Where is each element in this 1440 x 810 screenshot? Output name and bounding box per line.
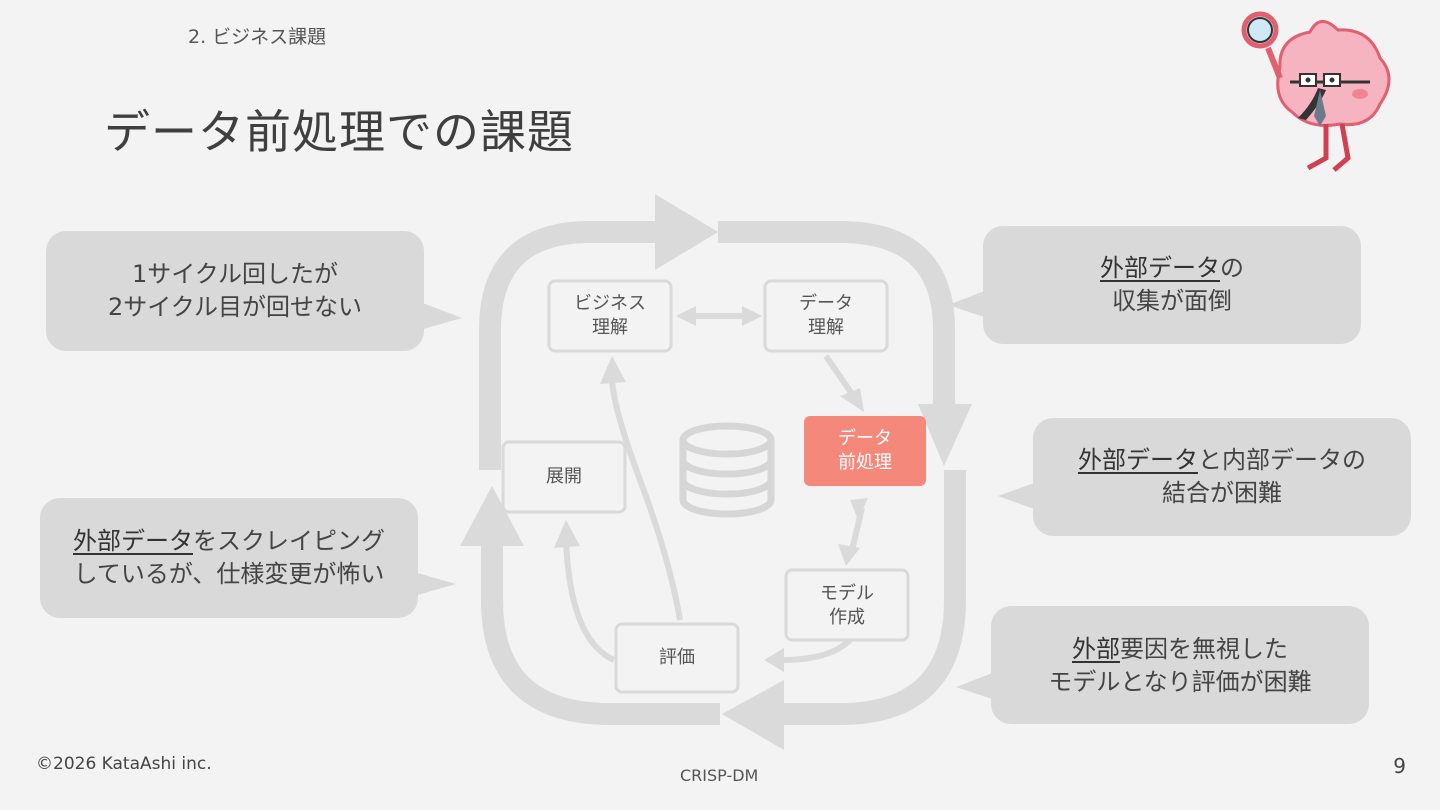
node-data-prep-box <box>804 416 926 486</box>
bubble-1-text: 1サイクル回したが 2サイクル目が回せない <box>107 260 363 321</box>
bubble-4-text: 外部データと内部データの 結合が困難 <box>1078 446 1366 507</box>
cycle-arrowhead-right <box>918 404 972 466</box>
bubble-2 <box>40 498 418 618</box>
bubble-2-tail <box>414 572 456 596</box>
bubble-1 <box>46 231 424 351</box>
node-evaluation-box <box>614 622 740 694</box>
cycle-arrowhead-top <box>655 194 718 270</box>
magnifier-icon <box>1241 11 1283 80</box>
mascot-body <box>1276 20 1391 172</box>
bubble-5-tail <box>956 672 995 700</box>
node-business-box <box>547 279 673 353</box>
copyright: ©2026 KataAshi inc. <box>36 754 212 774</box>
bubble-3-tail <box>948 290 987 318</box>
page-title: データ前処理での課題 <box>104 105 574 159</box>
database-icon <box>679 422 775 518</box>
bubble-5-text: 外部要因を無視した モデルとなり評価が困難 <box>1048 635 1312 696</box>
node-data-prep: データ前処理 <box>838 428 892 473</box>
node-data-understanding-box <box>763 279 889 353</box>
node-modeling-box <box>784 568 910 642</box>
node-modeling: モデル作成 <box>820 583 874 628</box>
cycle-arc-bottom <box>780 470 966 725</box>
section-label: 2. ビジネス課題 <box>188 26 327 48</box>
cycle-arrowhead-bottom <box>722 680 784 750</box>
cycle-arrowhead-left <box>460 486 524 546</box>
bubble-4 <box>1033 418 1411 536</box>
node-data-understanding: データ理解 <box>799 293 853 338</box>
cycle-arc-right <box>718 221 955 408</box>
diagram-caption: CRISP-DM <box>680 766 759 785</box>
bubble-3-text: 外部データの 収集が面倒 <box>1100 254 1244 315</box>
mascot-illustration <box>1241 11 1391 172</box>
node-deploy: 展開 <box>546 466 582 487</box>
cycle-arc-left <box>481 540 720 725</box>
node-deploy-box <box>501 440 627 514</box>
bubble-5 <box>991 606 1369 724</box>
bubble-3 <box>983 226 1361 344</box>
node-business: ビジネス理解 <box>574 293 646 338</box>
bubble-2-text: 外部データをスクレイピング しているが、仕様変更が怖い <box>73 527 385 588</box>
bubble-4-tail <box>998 482 1037 510</box>
cycle-arc-top <box>479 221 668 470</box>
bubble-1-tail <box>420 302 462 330</box>
node-evaluation: 評価 <box>659 647 695 668</box>
page-number: 9 <box>1393 754 1406 778</box>
